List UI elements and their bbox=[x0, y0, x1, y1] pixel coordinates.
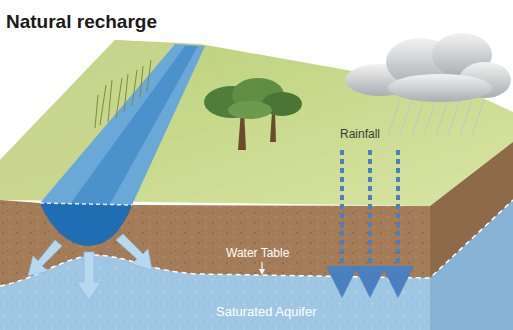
tree bbox=[204, 78, 302, 150]
soil-front bbox=[0, 200, 430, 330]
cloud bbox=[345, 33, 511, 102]
river-surface bbox=[40, 44, 205, 205]
water-table-label: Water Table bbox=[226, 247, 289, 260]
reeds bbox=[95, 60, 151, 128]
rain bbox=[388, 100, 484, 135]
water-table-line bbox=[0, 200, 513, 286]
aquifer-front bbox=[0, 255, 430, 330]
rainfall-label: Rainfall bbox=[340, 128, 380, 141]
infiltration-arrows bbox=[342, 150, 398, 282]
soil-side bbox=[430, 142, 513, 330]
river-current bbox=[70, 46, 198, 204]
seepage-arrows bbox=[28, 234, 152, 300]
aquifer-label: Saturated Aquifer bbox=[216, 305, 316, 319]
aquifer-side bbox=[430, 200, 513, 330]
diagram-title: Natural recharge bbox=[6, 12, 157, 33]
